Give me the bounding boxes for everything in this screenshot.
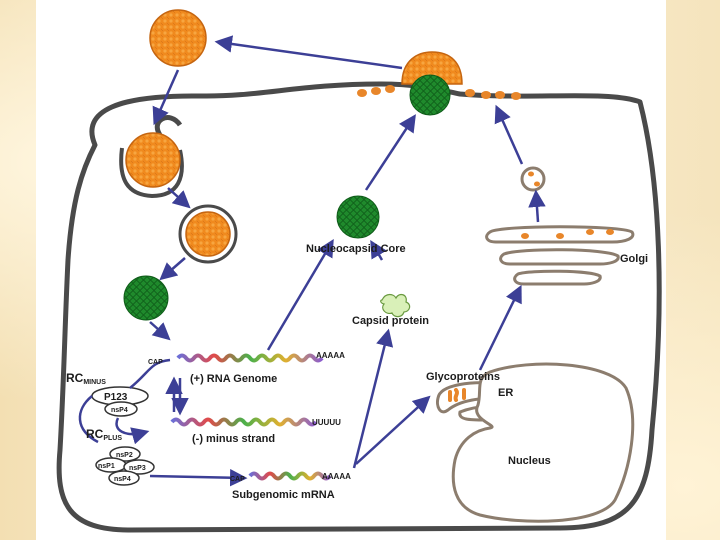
er-glycoproteins (448, 388, 466, 402)
cap-genome-label: CAP (148, 359, 163, 366)
subgenomic-mrna-label: Subgenomic mRNA (232, 489, 335, 501)
nsp1-label: nsP1 (98, 463, 115, 470)
replication-complex-plus (95, 446, 155, 486)
entering-virion-icon (125, 132, 181, 188)
nucleocapsid-core-label: Nucleocapsid Core (306, 243, 406, 255)
golgi-label: Golgi (620, 253, 648, 265)
endocytic-pit (119, 147, 184, 199)
nucleus-icon (451, 362, 635, 523)
cap-subgenomic-label: CAP (230, 476, 245, 483)
golgi-glycoproteins (521, 229, 614, 239)
p123-label: P123 (104, 392, 128, 403)
nsp4-label: nsP4 (111, 407, 128, 414)
nsp2-label: nsP2 (116, 452, 133, 459)
nsp3-label: nsP3 (129, 465, 146, 472)
glycoproteins-label: Glycoproteins (426, 371, 500, 383)
capsid-protein-icon (380, 293, 411, 318)
rc-connectors (78, 358, 171, 444)
rc-plus-label: RCPLUS (86, 427, 122, 442)
pathway-arrows (115, 35, 546, 487)
transport-vesicle-icon (520, 166, 546, 192)
minus-strand-rna (170, 417, 318, 427)
endosome-icon (178, 204, 238, 264)
aaaaa-genome-label: AAAAA (316, 351, 345, 360)
budding-virion-icon (401, 51, 463, 116)
er-label: ER (498, 387, 513, 399)
aaaaa-subgenomic-label: AAAAA (322, 472, 351, 481)
nucleus-label: Nucleus (508, 455, 551, 467)
capsid-protein-label: Capsid protein (352, 315, 429, 327)
surface-glycoproteins (357, 85, 521, 100)
rc-minus-label: RCMINUS (66, 371, 106, 386)
nucleocapsid-core-icon (336, 195, 380, 239)
plus-rna-genome-strand (176, 353, 324, 363)
uuuuu-label: UUUUU (312, 418, 341, 427)
virion-icon (149, 9, 207, 67)
released-nucleocapsid-icon (123, 275, 169, 321)
nsp4-plus-label: nsP4 (114, 476, 131, 483)
minus-strand-label: (-) minus strand (192, 433, 275, 445)
subgenomic-mrna-strand (248, 471, 332, 481)
plus-rna-genome-label: (+) RNA Genome (190, 373, 277, 385)
